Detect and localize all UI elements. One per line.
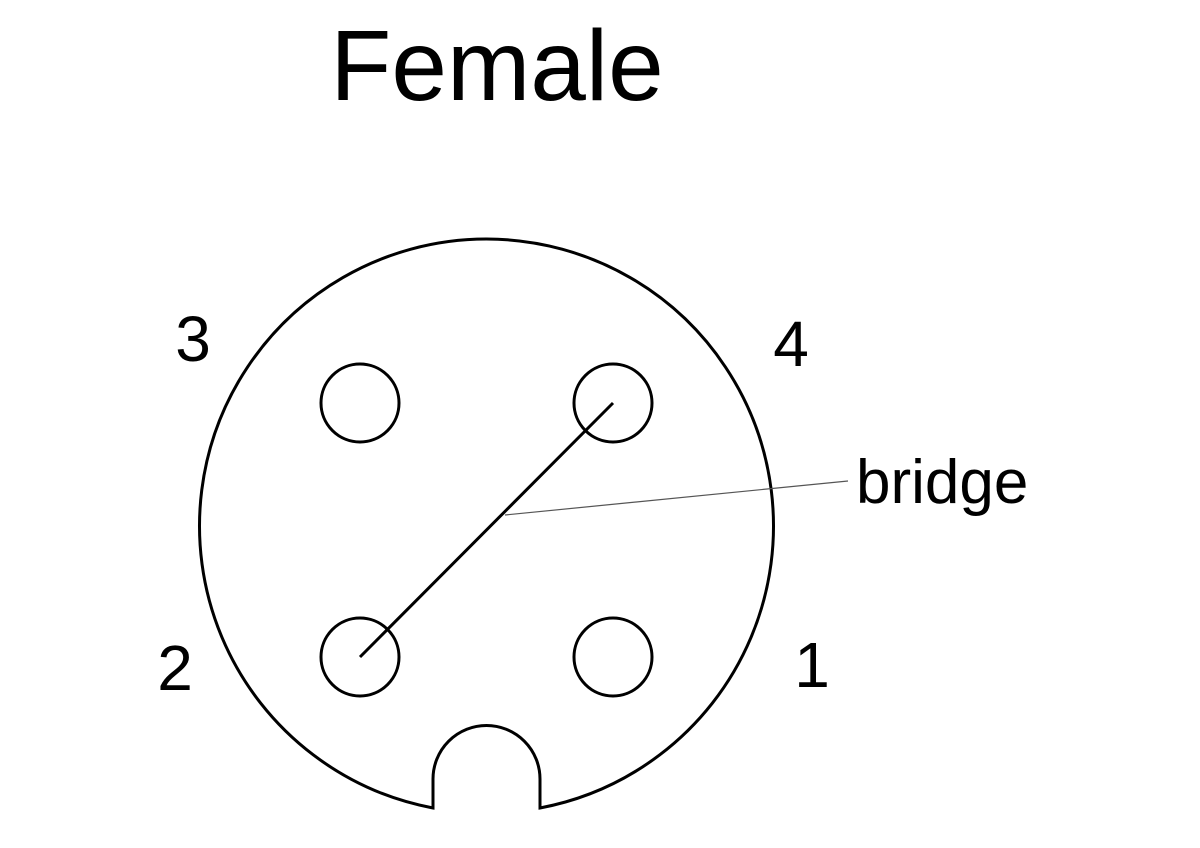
bridge-wire xyxy=(358,401,615,659)
pin-label-2: 2 xyxy=(157,632,193,704)
pin-socket-2 xyxy=(319,616,401,698)
pin-socket-3 xyxy=(319,362,401,444)
pin-socket-4 xyxy=(572,362,654,444)
diagram-title: Female xyxy=(330,10,663,122)
bridge-leader-line xyxy=(504,480,849,516)
pin-label-4: 4 xyxy=(773,308,809,380)
bridge-label: bridge xyxy=(856,448,1028,517)
pin-label-1: 1 xyxy=(794,629,830,701)
pin-label-3: 3 xyxy=(175,303,211,375)
pin-socket-1 xyxy=(572,616,654,698)
connector-outline xyxy=(198,237,775,810)
